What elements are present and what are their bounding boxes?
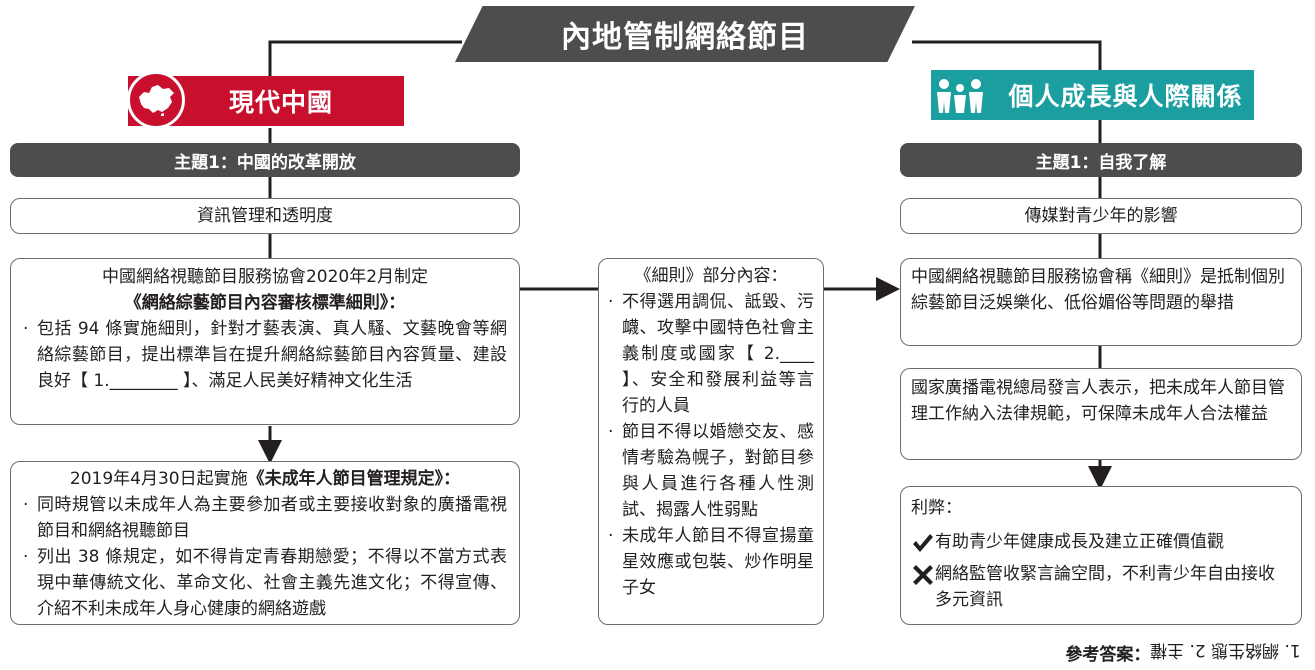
- list-item: ‧ 不得選用調侃、詆毀、污衊、攻擊中國特色社會主義制度或國家【 2.____ 】…: [608, 289, 814, 419]
- subtopic-left: 資訊管理和透明度: [197, 206, 333, 226]
- con-item: 網絡監管收緊言論空間，不利青少年自由接收多元資訊: [911, 561, 1291, 613]
- people-icon: [931, 73, 989, 117]
- con-text: 網絡監管收緊言論空間，不利青少年自由接收多元資訊: [935, 564, 1275, 610]
- topic-bar-left: 主題1：中國的改革開放: [10, 143, 520, 177]
- pros-cons-heading: 利弊：: [911, 498, 962, 518]
- pro-item: 有助青少年健康成長及建立正確價值觀: [911, 529, 1291, 555]
- topic-bar-right: 主題1：自我了解: [900, 143, 1302, 177]
- right-box-association: 中國網絡視聽節目服務協會稱《細則》是抵制個別綜藝節目泛娛樂化、低俗媚俗等問題的舉…: [900, 258, 1302, 346]
- left-box2-date: 2019年4月30日起實施: [69, 469, 248, 489]
- page-title: 內地管制網絡節目: [561, 20, 809, 55]
- right-box-pros-cons: 利弊： 有助青少年健康成長及建立正確價值觀 網絡監管收緊言論空間，不利青少年自由…: [900, 486, 1302, 625]
- title-banner: [455, 6, 915, 62]
- section-title-left: 現代中國: [228, 88, 333, 117]
- list-item: ‧ 同時規管以未成年人為主要參加者或主要接收對象的廣播電視節目和網絡視聽節目: [23, 492, 507, 544]
- center-bullet-2: 節目不得以婚戀交友、感情考驗為幌子，對節目參與人員進行各種人性測試、揭露人性弱點: [622, 422, 814, 520]
- pro-text: 有助青少年健康成長及建立正確價值觀: [935, 532, 1224, 552]
- left-box1-line2: 《網絡綜藝節目內容審核標準細則》：: [124, 293, 406, 313]
- footnote-answers: 1. 網絡生態 2. 主權: [1150, 640, 1301, 660]
- section-title-right: 個人成長與人際關係: [1008, 82, 1243, 111]
- left-box2-heading: 2019年4月30日起實施《未成年人節目管理規定》：: [23, 466, 507, 492]
- left-box2-bullet-1: 同時規管以未成年人為主要參加者或主要接收對象的廣播電視節目和網絡視聽節目: [37, 495, 507, 541]
- list-item: ‧ 節目不得以婚戀交友、感情考驗為幌子，對節目參與人員進行各種人性測試、揭露人性…: [608, 419, 814, 523]
- china-map-icon: [127, 71, 185, 129]
- center-bullet-3: 未成年人節目不得宣揚童星效應或包裝、炒作明星子女: [622, 526, 814, 598]
- right-box2-text: 國家廣播電視總局發言人表示，把未成年人節目管理工作納入法律規範，可保障未成年人合…: [911, 378, 1285, 424]
- right-box-administration: 國家廣播電視總局發言人表示，把未成年人節目管理工作納入法律規範，可保障未成年人合…: [900, 368, 1302, 460]
- left-box-minors-regulation: 2019年4月30日起實施《未成年人節目管理規定》： ‧ 同時規管以未成年人為主…: [10, 461, 520, 625]
- title-right-connector: [912, 40, 1102, 70]
- list-item: ‧ 列出 38 條規定，如不得肯定青春期戀愛；不得以不當方式表現中華傳統文化、革…: [23, 544, 507, 622]
- footnote-label: 參考答案：: [1065, 645, 1151, 665]
- answer-footnote: 參考答案： 1. 網絡生態 2. 主權: [1065, 640, 1301, 665]
- left-box2-bullet-2: 列出 38 條規定，如不得肯定青春期戀愛；不得以不當方式表現中華傳統文化、革命文…: [37, 547, 507, 619]
- subtopic-box-left: 資訊管理和透明度: [10, 198, 520, 234]
- list-item: ‧ 未成年人節目不得宣揚童星效應或包裝、炒作明星子女: [608, 523, 814, 601]
- check-icon: [911, 529, 935, 553]
- cross-icon: [911, 561, 935, 585]
- right-box1-text: 中國網絡視聽節目服務協會稱《細則》是抵制個別綜藝節目泛娛樂化、低俗媚俗等問題的舉…: [911, 267, 1285, 313]
- center-bullet-1: 不得選用調侃、詆毀、污衊、攻擊中國特色社會主義制度或國家【 2.____ 】、安…: [622, 292, 814, 416]
- subtopic-right: 傳媒對青少年的影響: [1024, 206, 1178, 226]
- title-left-connector: [268, 40, 462, 76]
- subtopic-box-right: 傳媒對青少年的影響: [900, 198, 1302, 234]
- left-box1-line1: 中國網絡視聽節目服務協會2020年2月制定: [101, 267, 429, 287]
- center-box-rules: 《細則》部分內容： ‧ 不得選用調侃、詆毀、污衊、攻擊中國特色社會主義制度或國家…: [598, 258, 824, 625]
- section-header-right: 個人成長與人際關係: [931, 70, 1254, 120]
- left-box2-regulation: 《未成年人節目管理規定》：: [247, 469, 461, 489]
- left-box1-bullet: 包括 94 條實施細則，針對才藝表演、真人騷、文藝晚會等網絡綜藝節目，提出標準旨…: [37, 319, 507, 391]
- center-heading: 《細則》部分內容：: [634, 266, 788, 286]
- list-item: ‧ 包括 94 條實施細則，針對才藝表演、真人騷、文藝晚會等網絡綜藝節目，提出標…: [23, 316, 507, 394]
- left-box-standards: 中國網絡視聽節目服務協會2020年2月制定 《網絡綜藝節目內容審核標準細則》： …: [10, 258, 520, 425]
